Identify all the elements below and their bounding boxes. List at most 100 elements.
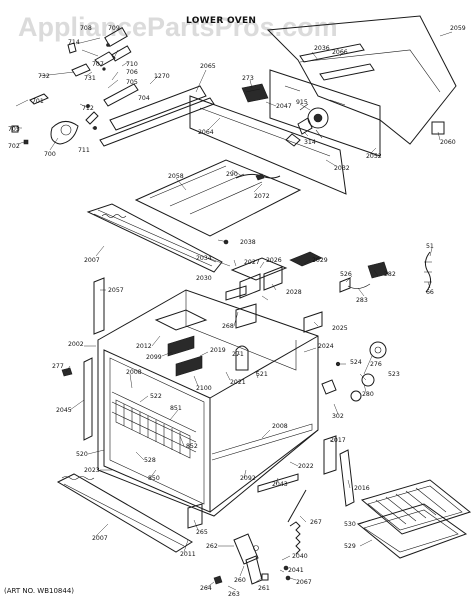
callout-2019: 2019	[210, 347, 226, 354]
callout-273: 273	[242, 75, 254, 82]
callout-702: 702	[8, 143, 20, 150]
broiler-pan	[356, 479, 472, 559]
top-liner-and-insulation	[86, 85, 302, 273]
callout-2057: 2057	[108, 287, 124, 294]
callout-2021: 2021	[230, 379, 246, 386]
callout-521: 521	[256, 371, 268, 378]
callout-851: 851	[170, 405, 182, 412]
callout-263: 263	[228, 591, 240, 598]
callout-277: 277	[52, 363, 64, 370]
callout-526: 526	[340, 271, 352, 278]
callout-2032: 2032	[334, 165, 350, 172]
callout-262: 262	[206, 543, 218, 550]
callout-2024: 2024	[318, 343, 334, 350]
callout-2041: 2041	[288, 567, 304, 574]
element-connector-and-fan-parts	[241, 83, 329, 147]
callout-2026: 2026	[266, 257, 282, 264]
bottom-front-trim	[56, 473, 193, 553]
callout-302: 302	[332, 413, 344, 420]
callout-276: 276	[370, 361, 382, 368]
callout-530: 530	[344, 521, 356, 528]
callout-707: 707	[92, 61, 104, 68]
callout-2067: 2067	[296, 579, 312, 586]
callout-268: 268	[222, 323, 234, 330]
callout-271: 271	[232, 351, 244, 358]
callout-2030: 2030	[196, 275, 212, 282]
door-hinge-parts	[213, 533, 291, 585]
callout-704: 704	[138, 95, 150, 102]
callout-524: 524	[350, 359, 362, 366]
callout-1270: 1270	[154, 73, 170, 80]
callout-529: 529	[344, 543, 356, 550]
callout-2100: 2100	[196, 385, 212, 392]
callout-522: 522	[150, 393, 162, 400]
callout-703: 703	[8, 126, 20, 133]
watermark: AppliancePartsPros.com	[18, 12, 338, 42]
callout-2040: 2040	[292, 553, 308, 560]
diagram-title: LOWER OVEN	[186, 16, 256, 26]
callout-2023: 2023	[84, 467, 100, 474]
callout-709: 709	[108, 25, 120, 32]
callout-283: 283	[356, 297, 368, 304]
callout-705: 705	[126, 79, 138, 86]
callout-2029: 2029	[312, 257, 328, 264]
callout-290: 290	[226, 171, 238, 178]
callout-2043: 2043	[272, 481, 288, 488]
callout-706: 706	[126, 69, 138, 76]
callout-710: 710	[126, 61, 138, 68]
callout-2011: 2011	[180, 551, 196, 558]
callout-708: 708	[80, 25, 92, 32]
callout-264: 264	[200, 585, 212, 592]
callout-2038: 2038	[240, 239, 256, 246]
callout-915: 915	[296, 99, 308, 106]
callout-labels: 714 708 709 710 707 705 706 704 1270 206…	[8, 25, 466, 598]
callout-701: 701	[32, 98, 44, 105]
leader-lines	[15, 31, 453, 591]
callout-51: 51	[426, 243, 434, 250]
callout-2017: 2017	[330, 437, 346, 444]
callout-2066: 2066	[332, 49, 348, 56]
oven-cavity-body	[61, 251, 387, 555]
callout-2008-right: 2008	[272, 423, 288, 430]
callout-712: 712	[82, 105, 94, 112]
callout-265: 265	[196, 529, 208, 536]
callout-732: 732	[38, 73, 50, 80]
callout-2025: 2025	[332, 325, 348, 332]
callout-2065: 2065	[200, 63, 216, 70]
callout-2016: 2016	[354, 485, 370, 492]
callout-2034: 2034	[196, 255, 212, 262]
callout-2045: 2045	[56, 407, 72, 414]
art-number: (ART NO. WB10844)	[4, 587, 74, 595]
callout-2060: 2060	[440, 139, 456, 146]
callout-700: 700	[44, 151, 56, 158]
callout-2059: 2059	[450, 25, 466, 32]
callout-2099: 2099	[146, 354, 162, 361]
callout-66: 66	[426, 289, 434, 296]
callout-2052: 2052	[366, 153, 382, 160]
callout-2012: 2012	[136, 343, 152, 350]
callout-523: 523	[388, 371, 400, 378]
callout-2007-top: 2007	[84, 257, 100, 264]
callout-280: 280	[362, 391, 374, 398]
callout-282: 282	[384, 271, 396, 278]
callout-520: 520	[76, 451, 88, 458]
callout-2072: 2072	[254, 193, 270, 200]
callout-731: 731	[84, 75, 96, 82]
callout-714: 714	[68, 39, 80, 46]
callout-267: 267	[310, 519, 322, 526]
callout-314: 314	[304, 139, 316, 146]
callout-2047: 2047	[276, 103, 292, 110]
callout-2036: 2036	[314, 45, 330, 52]
callout-2028: 2028	[286, 289, 302, 296]
callout-2007-bottom: 2007	[92, 535, 108, 542]
rear-top-panels	[189, 15, 457, 195]
callout-261: 261	[258, 585, 270, 592]
callout-2058: 2058	[168, 173, 184, 180]
callout-2022: 2022	[298, 463, 314, 470]
callout-2027: 2027	[244, 259, 260, 266]
callout-850: 850	[148, 475, 160, 482]
callout-852: 852	[186, 443, 198, 450]
callout-711: 711	[78, 147, 90, 154]
